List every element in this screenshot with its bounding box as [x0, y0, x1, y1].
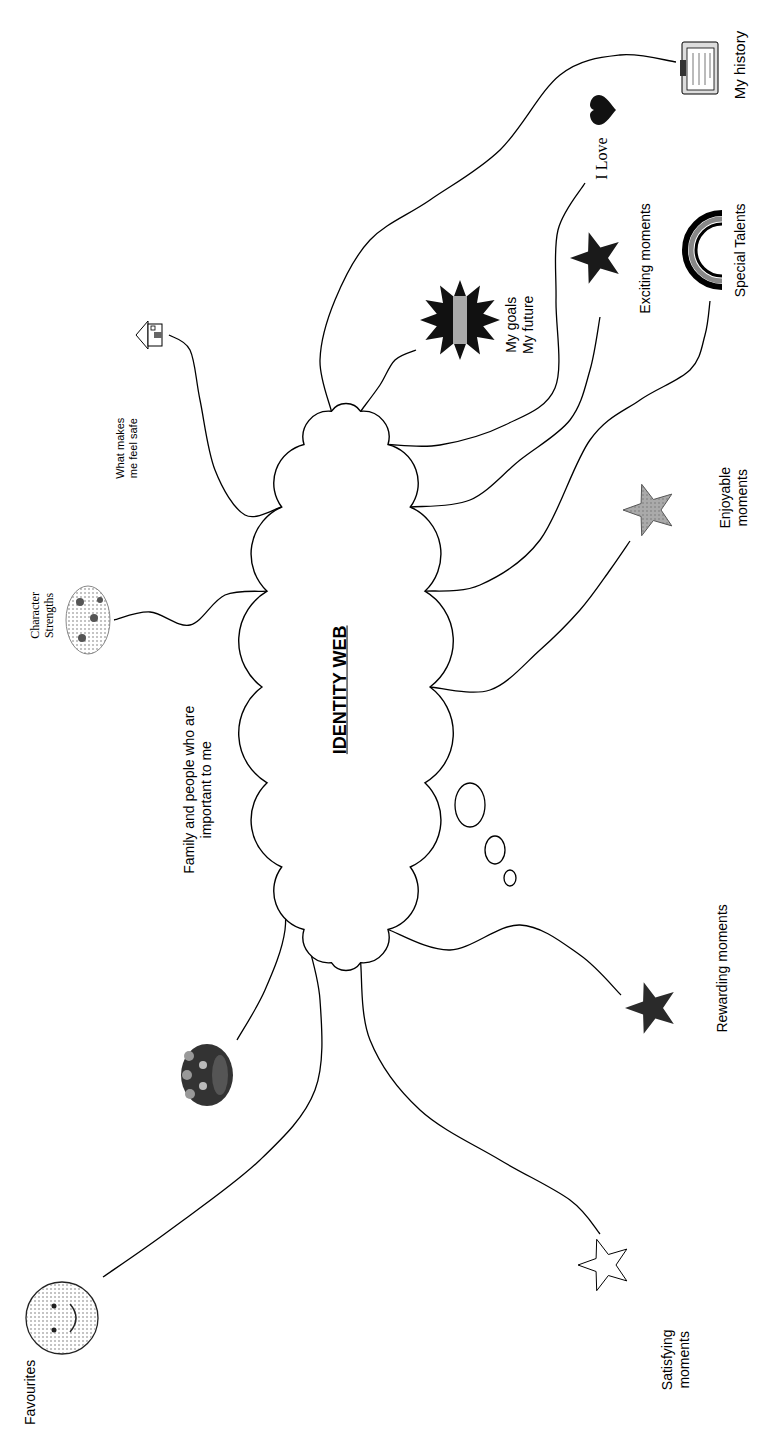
star-icon	[570, 232, 619, 283]
connector-line	[103, 930, 322, 1278]
clipboard-line	[699, 53, 700, 85]
clipboard-clip	[680, 60, 686, 76]
topic-node: Character Strengths	[24, 580, 115, 659]
globe-icon	[66, 586, 110, 654]
connector-line	[361, 350, 416, 411]
globe-figure	[97, 597, 103, 603]
connector-line	[169, 335, 282, 517]
family-head	[184, 1051, 194, 1061]
topic-label: Rewarding moments	[714, 904, 731, 1032]
topic-label: Special Talents	[732, 203, 749, 297]
globe-figure	[78, 634, 86, 642]
globe-icon-shade	[66, 586, 110, 654]
star-icon	[623, 484, 672, 535]
thought-bubble	[504, 870, 516, 886]
topic-node: What makes me feel safe	[110, 316, 169, 487]
topic-node: Exciting moments	[566, 199, 658, 317]
family-head	[199, 1082, 207, 1090]
topic-label: Family and people who are important to m…	[181, 690, 215, 890]
topic-node: Favourites	[18, 1277, 104, 1429]
house-wall	[148, 324, 162, 346]
clipboard-line	[710, 53, 711, 78]
family-body	[212, 1055, 228, 1095]
burst-band	[453, 296, 467, 344]
topic-label: Enjoyable moments	[716, 460, 750, 535]
topic-label: My goals My future	[503, 290, 537, 360]
smiley-shade	[27, 1283, 97, 1353]
topic-label: I Love	[592, 137, 611, 179]
burst-icon	[420, 280, 500, 360]
rainbow-band	[696, 224, 722, 276]
heart-icon	[590, 95, 616, 125]
clipboard-line	[705, 53, 706, 85]
cloud-node: IDENTITY WEB	[232, 392, 460, 982]
connector-line	[388, 925, 621, 995]
star-icon	[578, 1239, 627, 1290]
globe-figure	[76, 598, 84, 606]
topic-node: Satisfying moments	[574, 1234, 696, 1402]
house-roof	[136, 321, 148, 349]
clipboard-paper	[687, 48, 714, 90]
family-icon	[181, 1044, 233, 1106]
family-head	[199, 1061, 207, 1069]
rainbow-icon	[685, 213, 722, 287]
rainbow-band	[691, 219, 722, 281]
connector-line	[320, 55, 676, 412]
topic-node: Special Talents	[678, 199, 753, 301]
topic-node: I Love	[585, 91, 623, 183]
star-shade	[623, 484, 672, 535]
thought-bubble	[485, 836, 505, 864]
connector-line	[425, 301, 710, 591]
topic-label: Exciting moments	[637, 203, 654, 313]
smiley-eye	[52, 1328, 57, 1333]
topic-node: My history	[676, 27, 753, 103]
topic-node: Enjoyable moments	[619, 457, 754, 542]
topic-node: My goals My future	[416, 276, 541, 364]
topic-label: My history	[731, 31, 749, 99]
thought-bubble	[455, 783, 485, 827]
clipboard-line	[693, 53, 694, 85]
smiley-icon	[26, 1282, 98, 1354]
cloud-outline	[239, 403, 454, 970]
topic-node: Rewarding moments	[621, 900, 735, 1039]
topic-node: Family and people who are important to m…	[173, 686, 237, 1112]
house-door	[154, 332, 162, 338]
connector-line	[361, 963, 600, 1234]
family-head	[182, 1070, 192, 1080]
family-head	[185, 1089, 195, 1099]
connector-line	[388, 183, 585, 446]
topic-label: What makes me feel safe	[114, 413, 140, 483]
house-window	[151, 326, 155, 330]
globe-figure	[90, 614, 98, 622]
topic-label: Satisfying moments	[658, 1322, 692, 1397]
diagram-title-text: IDENTITY WEB	[329, 625, 351, 754]
star-icon	[625, 982, 674, 1033]
topic-label: Character Strengths	[28, 584, 57, 646]
smiley-mouth	[70, 1304, 76, 1332]
clipboard-icon	[682, 42, 718, 94]
topic-label: Favourites	[22, 1359, 39, 1424]
connector-line	[430, 541, 630, 692]
smiley-face	[26, 1282, 98, 1354]
smiley-eye	[52, 1304, 57, 1309]
house-icon	[136, 321, 162, 349]
